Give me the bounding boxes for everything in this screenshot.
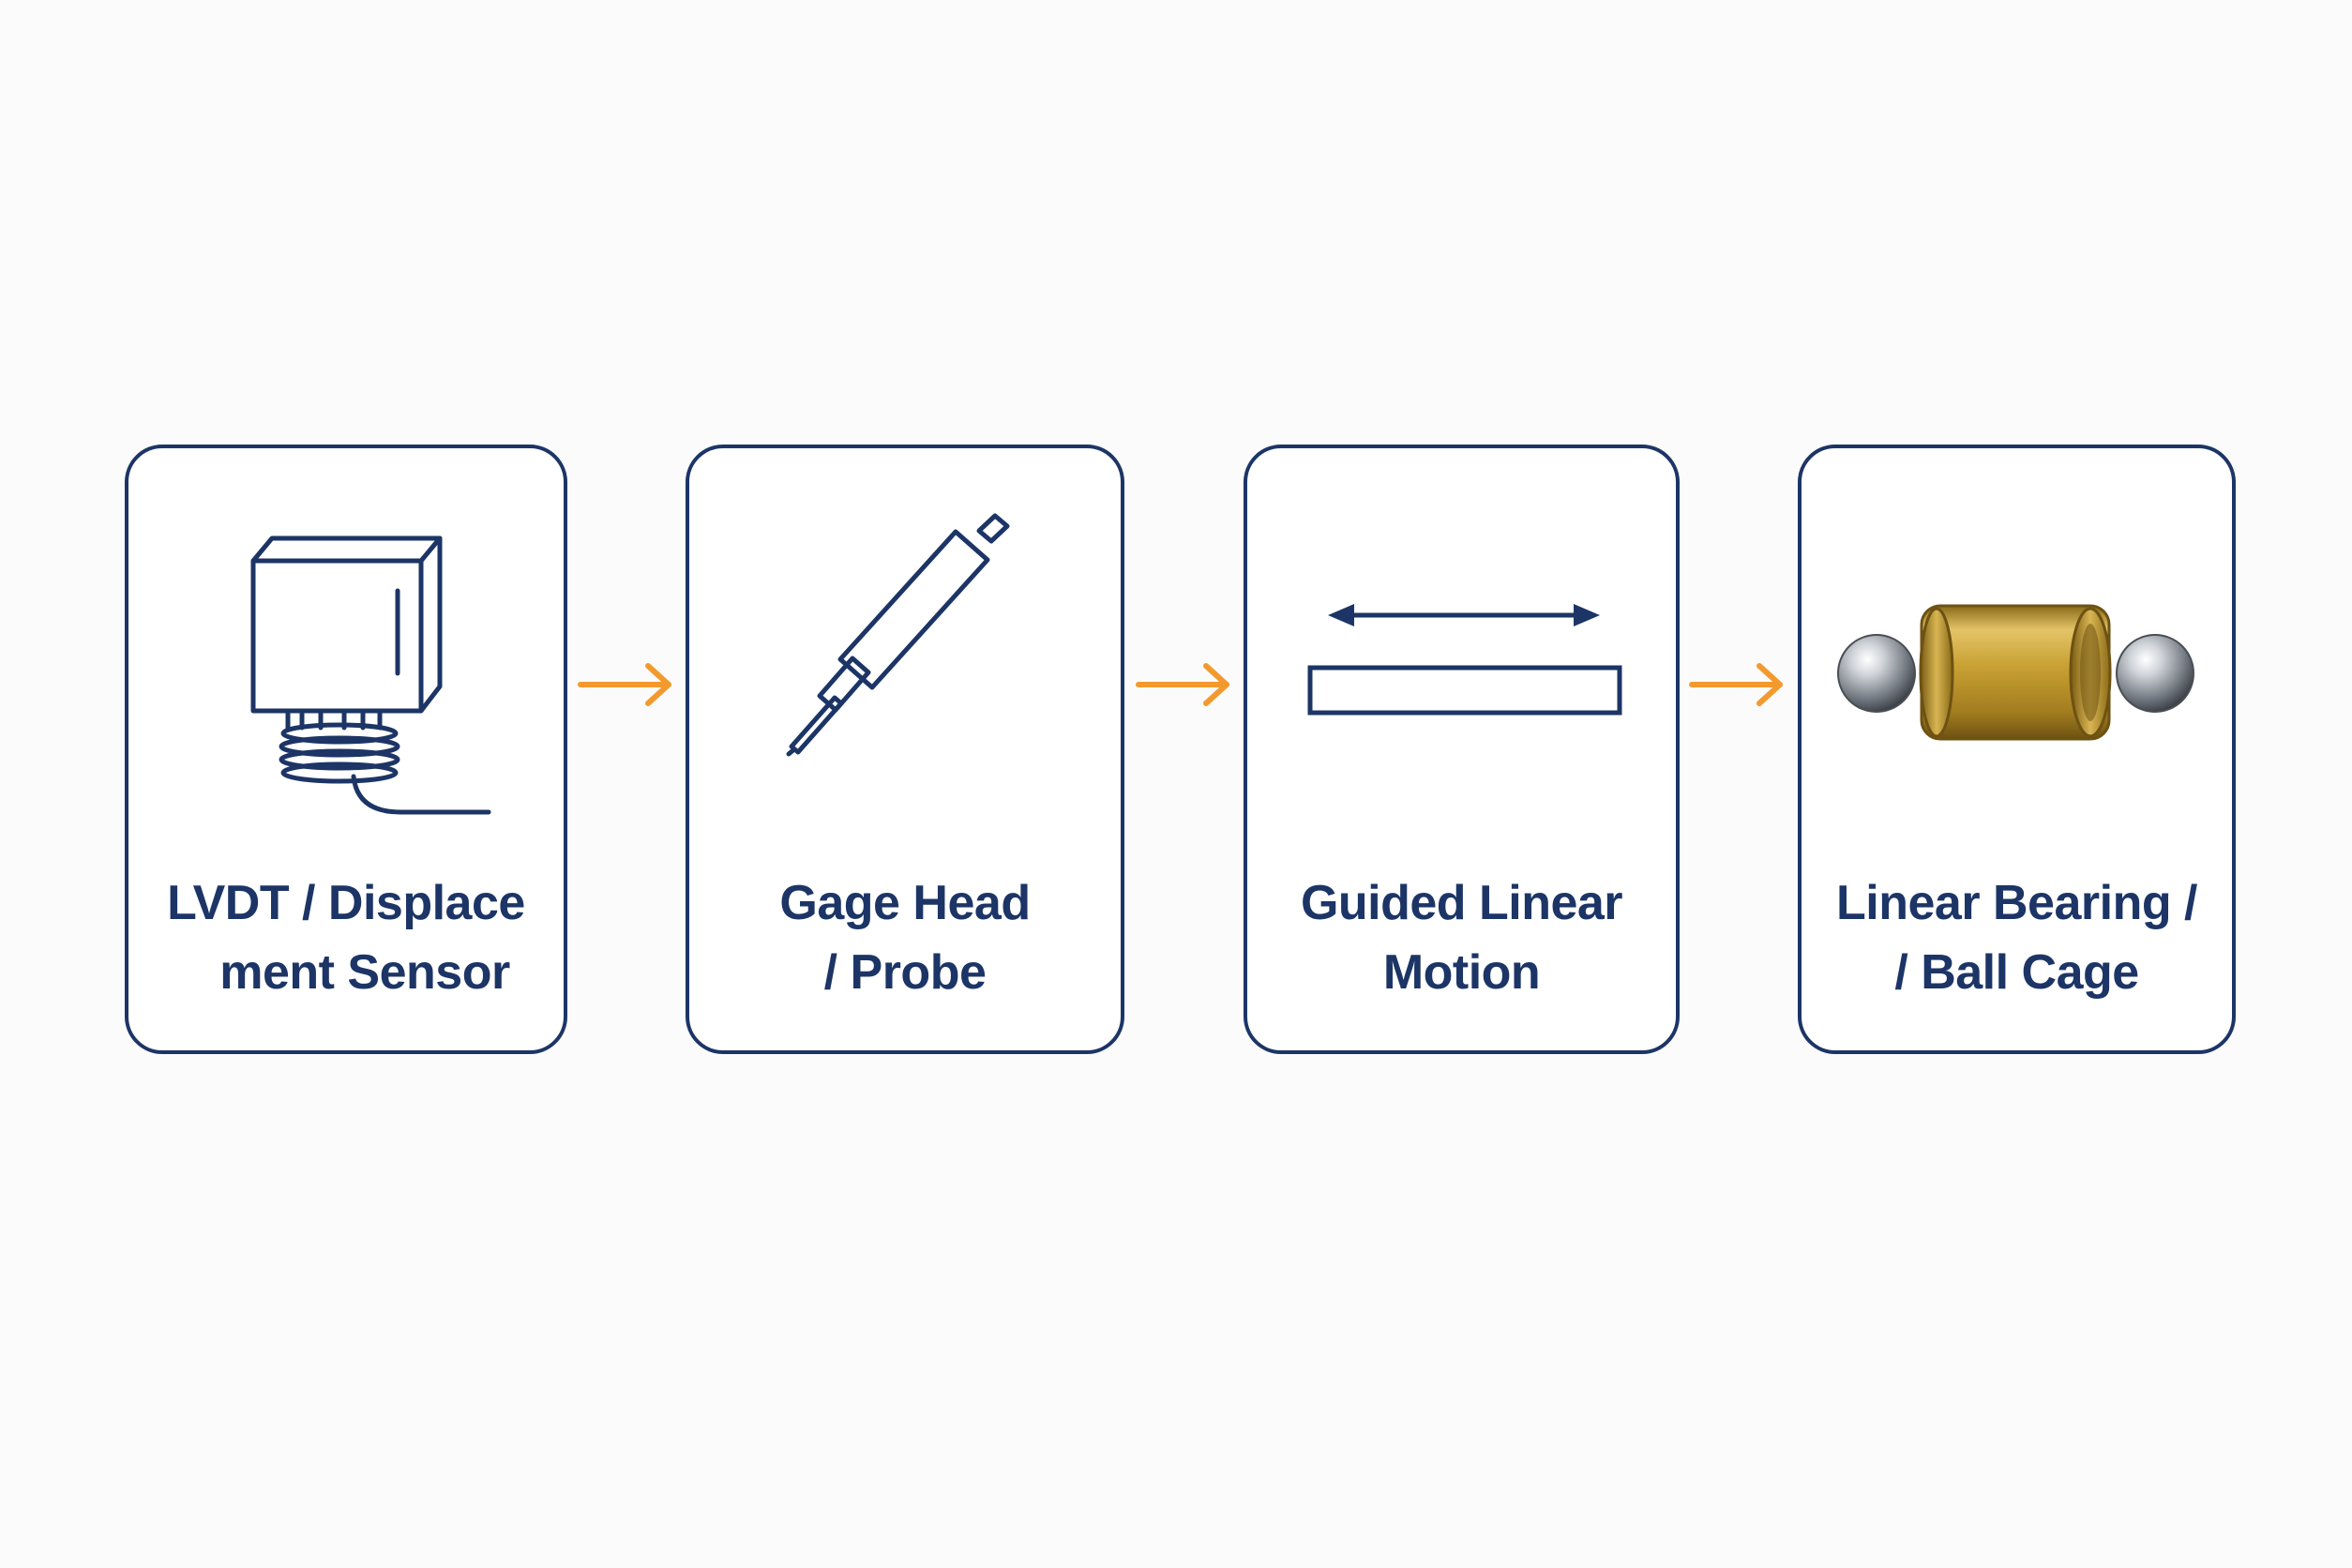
step-card-gage-head: Gage Head / Probe [686, 445, 1124, 1054]
linear-motion-icon [1307, 604, 1622, 716]
ball-bearing-icon [1837, 604, 2194, 741]
step-card-linear-bearing: Linear Bearing / / Ball Cage [1798, 445, 2236, 1054]
gage-probe-icon [786, 513, 1010, 757]
lvdt-sensor-icon [250, 535, 491, 815]
step-label: Gage Head / Probe [779, 876, 1031, 1000]
step-label: Linear Bearing / / Ball Cage [1836, 876, 2198, 1000]
arrow-right-icon [578, 663, 671, 706]
arrow-right-icon [1689, 663, 1783, 706]
step-card-lvdt: LVDT / Displace ment Sensor [125, 445, 567, 1054]
step-label: LVDT / Displace ment Sensor [167, 876, 525, 1000]
arrow-right-icon [1136, 663, 1229, 706]
step-label: Guided Linear Motion [1300, 876, 1623, 1000]
step-card-linear-motion: Guided Linear Motion [1244, 445, 1680, 1054]
